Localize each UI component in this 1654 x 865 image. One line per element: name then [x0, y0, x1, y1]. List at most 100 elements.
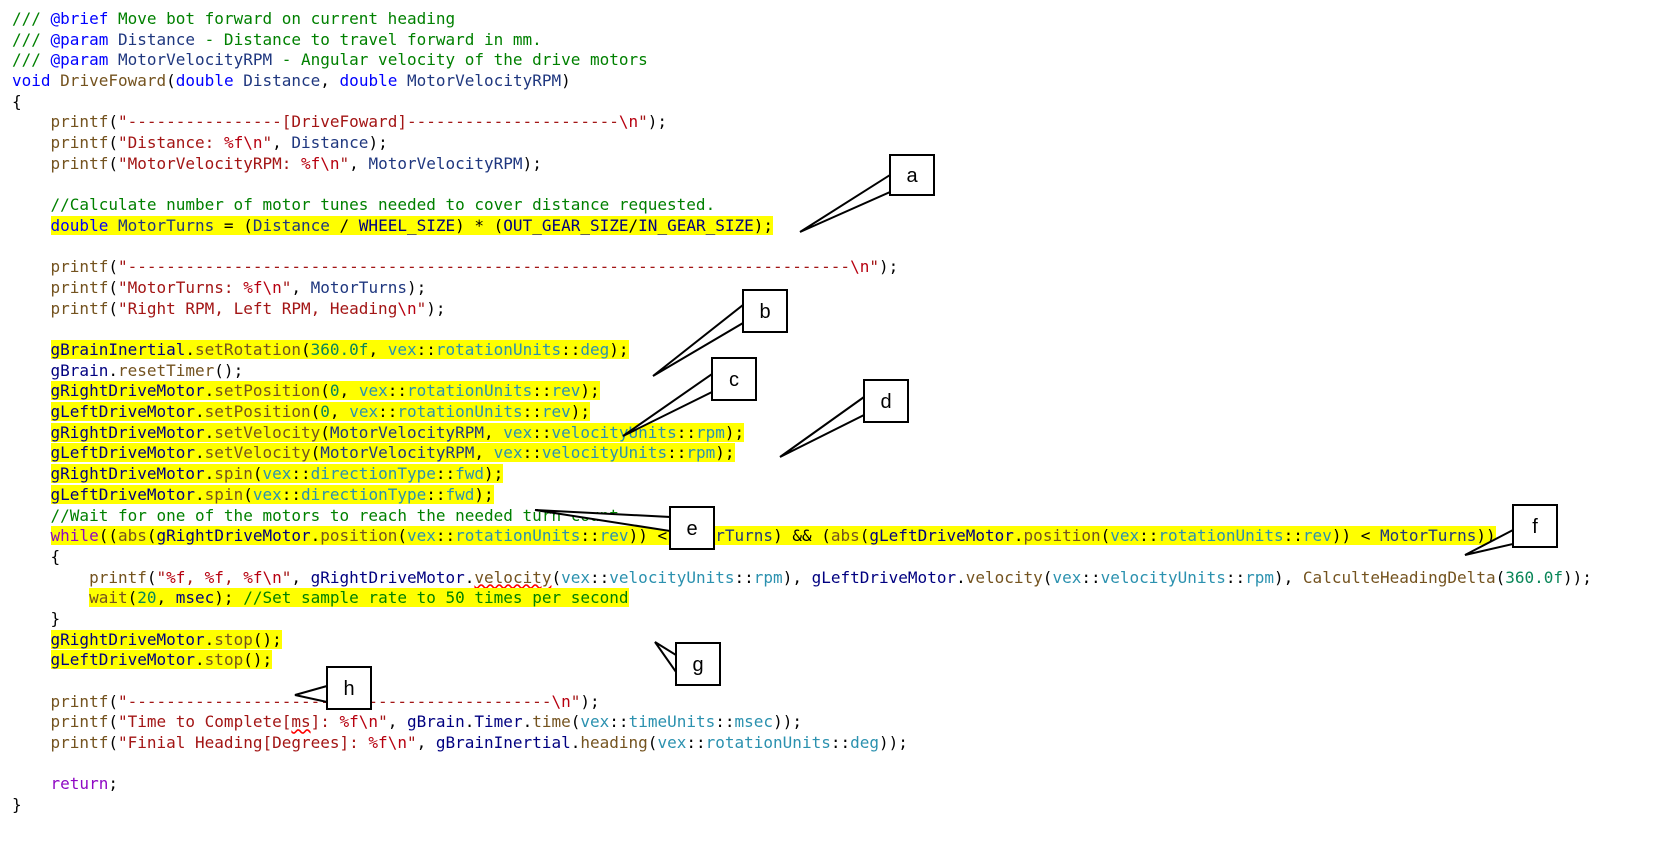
- code-token: ///: [12, 29, 51, 49]
- code-token: );: [570, 402, 591, 422]
- code-token: \n: [387, 733, 407, 753]
- code-token: (: [108, 712, 118, 732]
- code-token: - Angular velocity of the drive motors: [272, 50, 648, 70]
- code-token: ,: [339, 381, 359, 401]
- code-token: rotationUnits: [1158, 526, 1284, 546]
- code-token: abs: [830, 526, 860, 546]
- code-token: rotationUnits: [705, 733, 831, 753]
- code-token: ),: [782, 567, 812, 587]
- code-token: setRotation: [195, 340, 301, 359]
- code-token: rotationUnits: [435, 340, 562, 359]
- code-line: printf("MotorVelocityRPM: %f\n", MotorVe…: [12, 154, 1592, 175]
- code-token: printf: [50, 112, 109, 132]
- code-token: );: [753, 215, 774, 235]
- code-token: MotorTurns: [1380, 526, 1477, 546]
- code-line: gBrain.resetTimer();: [12, 361, 1592, 382]
- code-token: (: [252, 464, 263, 484]
- code-token: %f: [204, 567, 224, 587]
- code-token: ::: [416, 340, 436, 359]
- code-token: (: [397, 526, 407, 546]
- code-token: /: [628, 215, 639, 235]
- code-token: gRightDriveMotor: [156, 526, 311, 546]
- code-token: printf: [50, 277, 109, 297]
- code-token: position: [1023, 526, 1101, 546]
- code-token: 0: [329, 381, 340, 401]
- code-token: (: [310, 402, 321, 422]
- code-token: double: [50, 215, 109, 235]
- code-token: "MotorTurns:: [117, 277, 244, 297]
- code-token: vex: [387, 340, 417, 359]
- code-token: gBrainInertial: [50, 340, 186, 359]
- code-token: );: [724, 422, 745, 442]
- code-token: ::: [1225, 567, 1246, 587]
- code-line: gBrainInertial.setRotation(360.0f, vex::…: [12, 340, 1592, 361]
- code-token: gBrain: [50, 360, 109, 380]
- code-line-content: //Calculate number of motor tunes needed…: [51, 195, 716, 214]
- code-token: ": [570, 691, 581, 711]
- code-token: fwd: [445, 484, 475, 504]
- code-line-content: gLeftDriveMotor.setVelocity(MotorVelocit…: [50, 443, 735, 463]
- code-token: "Distance:: [117, 133, 224, 153]
- code-token: (: [320, 422, 330, 442]
- code-token: @param: [50, 29, 109, 49]
- code-token: ,: [484, 422, 504, 442]
- code-token: printf: [50, 298, 109, 318]
- code-token: 360.0f: [1505, 567, 1564, 587]
- code-token: DriveFoward: [60, 71, 167, 91]
- code-token: gLeftDriveMotor: [869, 526, 1014, 546]
- code-token: MotorTurns: [310, 277, 407, 297]
- code-token: ::: [387, 381, 407, 401]
- code-token: Distance: [252, 215, 330, 235]
- code-token: vex: [561, 567, 591, 587]
- code-token: gRightDriveMotor: [310, 567, 465, 587]
- code-token: ": [638, 112, 648, 132]
- code-token: double: [175, 71, 234, 91]
- code-token: @param: [50, 50, 109, 70]
- code-line-content: printf("Finial Heading[Degrees]: %f\n", …: [51, 733, 908, 752]
- code-token: (: [1495, 567, 1506, 587]
- code-token: \n: [850, 257, 870, 277]
- code-token: ::: [609, 712, 629, 732]
- code-token: vex: [406, 526, 436, 546]
- code-token: {: [12, 91, 22, 111]
- code-line-content: /// @param Distance - Distance to travel…: [12, 30, 542, 49]
- code-token: %f: [243, 567, 263, 587]
- code-line: //Calculate number of motor tunes needed…: [12, 195, 1592, 216]
- code-token: ::: [561, 340, 581, 359]
- code-token: 20: [137, 588, 157, 608]
- code-token: "Time to Complete[: [117, 712, 292, 732]
- code-token: ));: [1563, 567, 1592, 587]
- code-line: void DriveFoward(double Distance, double…: [12, 71, 1592, 92]
- code-token: ));: [879, 733, 908, 753]
- code-token: \n: [358, 712, 379, 732]
- code-line: gLeftDriveMotor.setVelocity(MotorVelocit…: [12, 443, 1592, 464]
- code-token: );: [484, 464, 504, 484]
- code-token: (: [320, 381, 330, 401]
- code-token: )) <: [628, 526, 677, 546]
- code-token: "Right RPM, Left RPM, Heading: [117, 298, 398, 318]
- code-line: /// @param Distance - Distance to travel…: [12, 30, 1592, 51]
- code-token: ): [561, 71, 571, 91]
- code-token: ::: [676, 422, 696, 442]
- code-token: setVelocity: [204, 443, 311, 463]
- code-token: setPosition: [204, 402, 311, 422]
- code-token: ": [339, 153, 350, 173]
- code-token: printf: [50, 733, 109, 753]
- code-token: ,: [156, 588, 176, 608]
- code-token: (: [108, 257, 118, 277]
- code-token: MotorTurns: [117, 215, 215, 235]
- code-token: ::: [715, 712, 735, 732]
- code-token: .: [204, 629, 215, 649]
- code-token: ::: [667, 443, 687, 463]
- code-token: Move bot forward on current heading: [108, 9, 456, 28]
- code-token: = (: [214, 215, 253, 235]
- code-token: );: [522, 153, 542, 173]
- code-token: ::: [522, 402, 542, 422]
- code-token: ,: [320, 71, 340, 91]
- code-token: gLeftDriveMotor: [50, 402, 196, 422]
- code-token: //Wait for one of the motors to reach th…: [50, 505, 619, 525]
- code-token: .: [310, 526, 321, 546]
- code-token: rev: [1302, 526, 1332, 546]
- callout-label-b: b: [759, 301, 770, 323]
- code-token: ::: [1139, 526, 1159, 546]
